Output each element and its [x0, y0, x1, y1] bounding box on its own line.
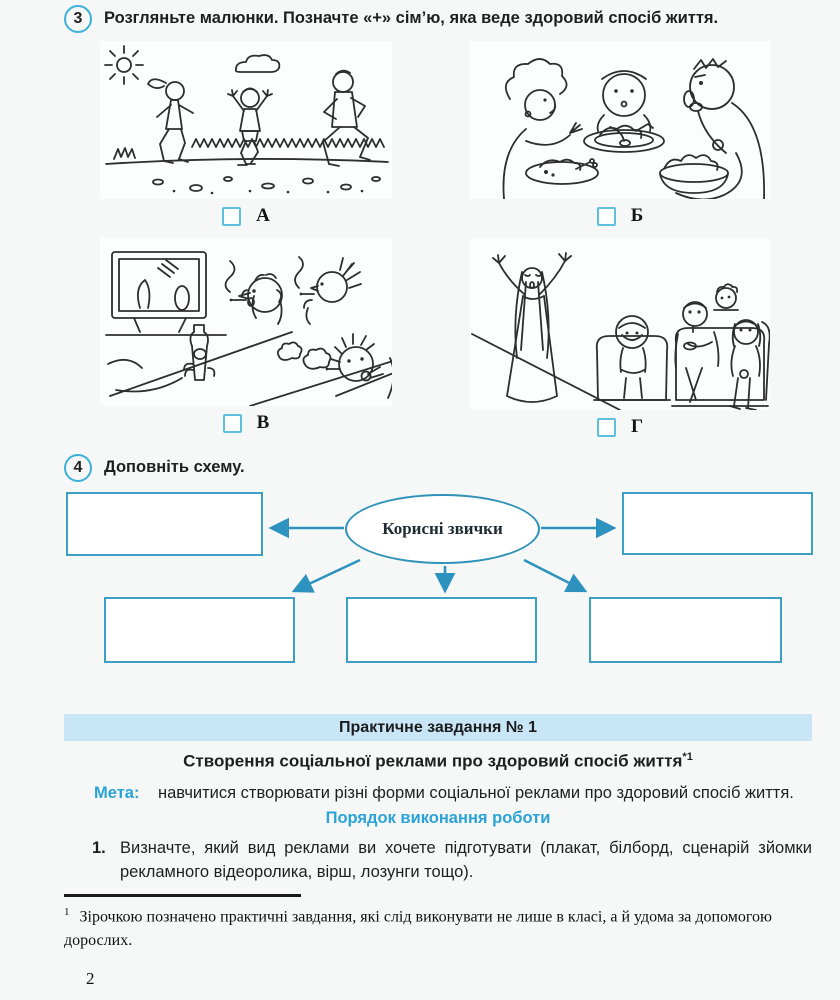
- task4-title: Доповніть схему.: [104, 458, 245, 476]
- scheme-arrows: [268, 517, 617, 594]
- option-a-caption: А: [100, 204, 392, 228]
- practical-subtitle-footnote-ref: *1: [682, 751, 693, 763]
- step-1-number: 1.: [92, 838, 106, 857]
- scheme-box-bottom-right[interactable]: [589, 597, 782, 663]
- illustration-a-frame: [100, 41, 392, 199]
- footnote-rule: [64, 894, 301, 897]
- family-concert-illustration: [471, 252, 770, 410]
- task3-number-badge: 3: [64, 5, 92, 33]
- order-of-work-title: Порядок виконання роботи: [325, 808, 551, 827]
- practical-task-bar: Практичне завдання № 1: [64, 714, 812, 741]
- illustration-g-frame: [470, 238, 770, 410]
- task4-number-badge: 4: [64, 454, 92, 482]
- checkbox-b[interactable]: [596, 206, 616, 226]
- scheme-center-ellipse: Корисні звички: [345, 494, 540, 564]
- scheme-box-bottom-middle[interactable]: [346, 597, 537, 663]
- footnote-text: Зірочкою позначено практичні завдання, я…: [64, 908, 773, 950]
- practical-subtitle: Створення соціальної реклами про здорови…: [64, 751, 812, 772]
- illustration-v-frame: [100, 238, 392, 406]
- task3-pictures-grid: А: [100, 41, 812, 439]
- page-number: 2: [86, 969, 95, 989]
- option-b-letter: Б: [630, 205, 644, 226]
- family-overeating-illustration: [502, 58, 765, 199]
- family-jogging-illustration: [104, 45, 389, 195]
- step-1-text: Визначте, який вид реклами ви хочете під…: [120, 838, 812, 881]
- option-g-letter: Г: [630, 416, 644, 437]
- checkbox-v[interactable]: [222, 413, 242, 433]
- option-v-caption: В: [100, 411, 392, 435]
- scheme-box-bottom-left[interactable]: [104, 597, 295, 663]
- option-g-caption: Г: [470, 415, 770, 439]
- footnote-marker: 1: [64, 905, 70, 918]
- scheme-box-top-right[interactable]: [622, 492, 813, 555]
- checkbox-a[interactable]: [222, 206, 242, 226]
- task4-header: 4 Доповніть схему.: [64, 454, 812, 482]
- meta-row: Мета: навчитися створювати різні форми с…: [64, 782, 812, 806]
- option-b-caption: Б: [470, 204, 770, 228]
- task3-title: Розгляньте малюнки. Позначте «+» сім’ю, …: [104, 9, 719, 27]
- meta-text: навчитися створювати різні форми соціаль…: [158, 783, 794, 802]
- option-b-cell: Б: [470, 41, 770, 228]
- option-v-cell: В: [100, 238, 392, 439]
- option-a-cell: А: [100, 41, 392, 228]
- practical-subtitle-text: Створення соціальної реклами про здорови…: [183, 751, 683, 771]
- step-1-row: 1. Визначте, який вид реклами ви хочете …: [64, 837, 812, 885]
- habits-scheme: Корисні звички: [64, 490, 813, 670]
- option-v-letter: В: [256, 412, 270, 433]
- family-smoking-tv-illustration: [105, 251, 392, 406]
- option-a-letter: А: [256, 205, 270, 226]
- task3-header: 3 Розгляньте малюнки. Позначте «+» сім’ю…: [64, 5, 812, 33]
- option-g-cell: Г: [470, 238, 770, 439]
- scheme-box-top-left[interactable]: [66, 492, 263, 556]
- illustration-b-frame: [470, 41, 770, 199]
- checkbox-g[interactable]: [596, 417, 616, 437]
- meta-label: Мета:: [94, 783, 140, 802]
